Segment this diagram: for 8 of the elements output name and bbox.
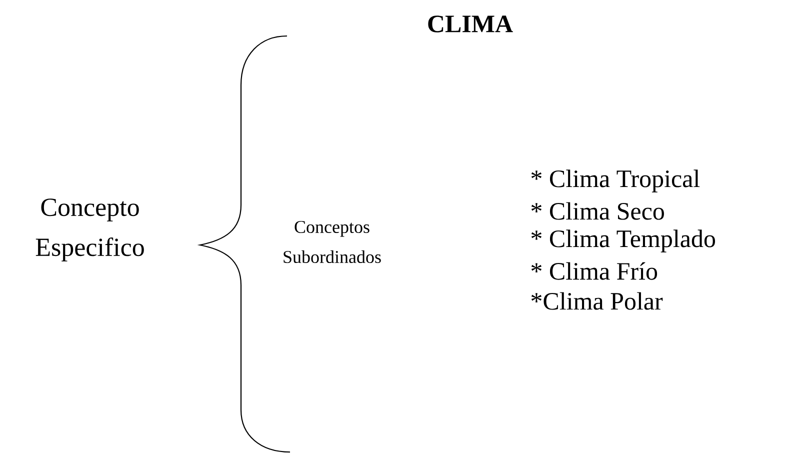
concept-label: Conceptos Subordinados [284,220,381,264]
list-item: * Clima Tropical [531,170,700,192]
concept-label: Concepto Especifico [36,198,144,262]
list-item: * Clima Frío [531,262,658,280]
list-item: * Clima Templado [531,230,716,252]
list-item: * Clima Seco [531,202,664,220]
title: CLIMA [428,16,513,32]
list-item: *Clima Polar [531,292,663,310]
